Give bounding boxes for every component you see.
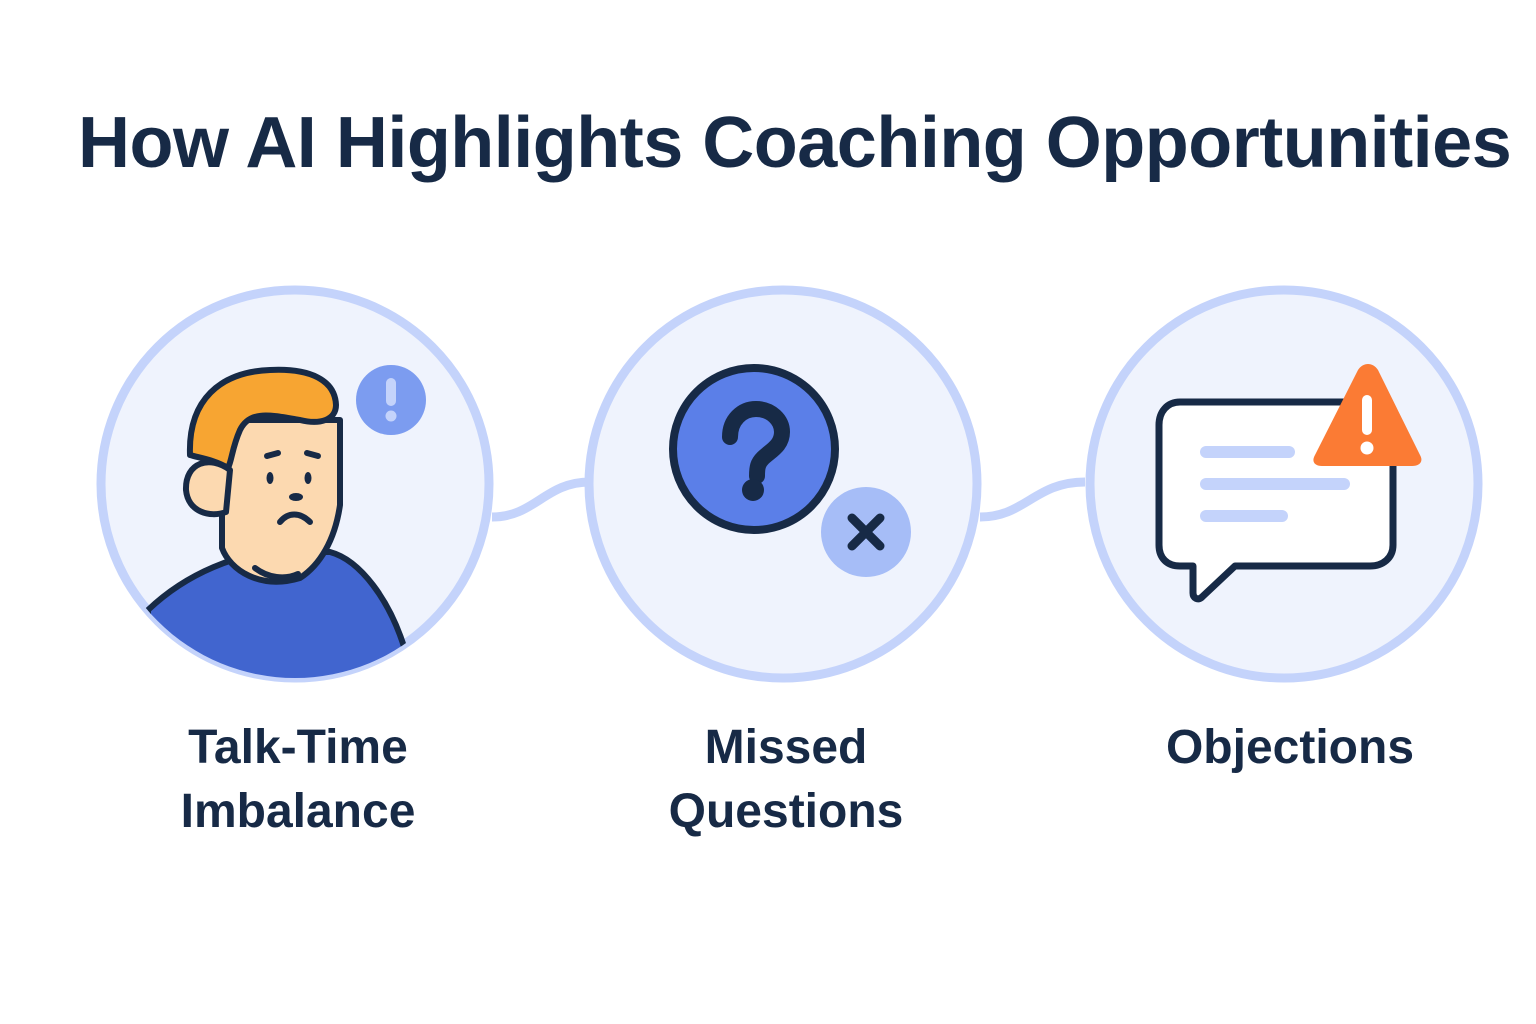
label-line-2: Imbalance: [180, 785, 416, 838]
page-title: How AI Highlights Coaching Opportunities: [78, 103, 1512, 183]
step-label-objections: Objections: [1090, 716, 1490, 780]
worried-person-icon: [145, 366, 408, 678]
label-line-1: Objections: [1165, 721, 1415, 774]
step-missed-questions: [584, 285, 982, 683]
connector-1-2: [491, 477, 591, 522]
x-badge-icon: [821, 487, 911, 577]
exclamation-badge-icon: [356, 365, 426, 435]
warning-triangle-icon: [1313, 364, 1422, 466]
question-mark-icon: [669, 364, 839, 534]
label-line-2: Questions: [668, 785, 904, 838]
step-talk-time-imbalance: [96, 285, 494, 683]
connector-2-3: [979, 477, 1086, 522]
label-line-1: Missed: [704, 721, 868, 774]
step-label-missed-questions: Missed Questions: [586, 716, 986, 844]
step-label-talk-time: Talk-Time Imbalance: [98, 716, 498, 844]
label-line-1: Talk-Time: [188, 721, 408, 774]
step-objections: [1085, 285, 1483, 683]
